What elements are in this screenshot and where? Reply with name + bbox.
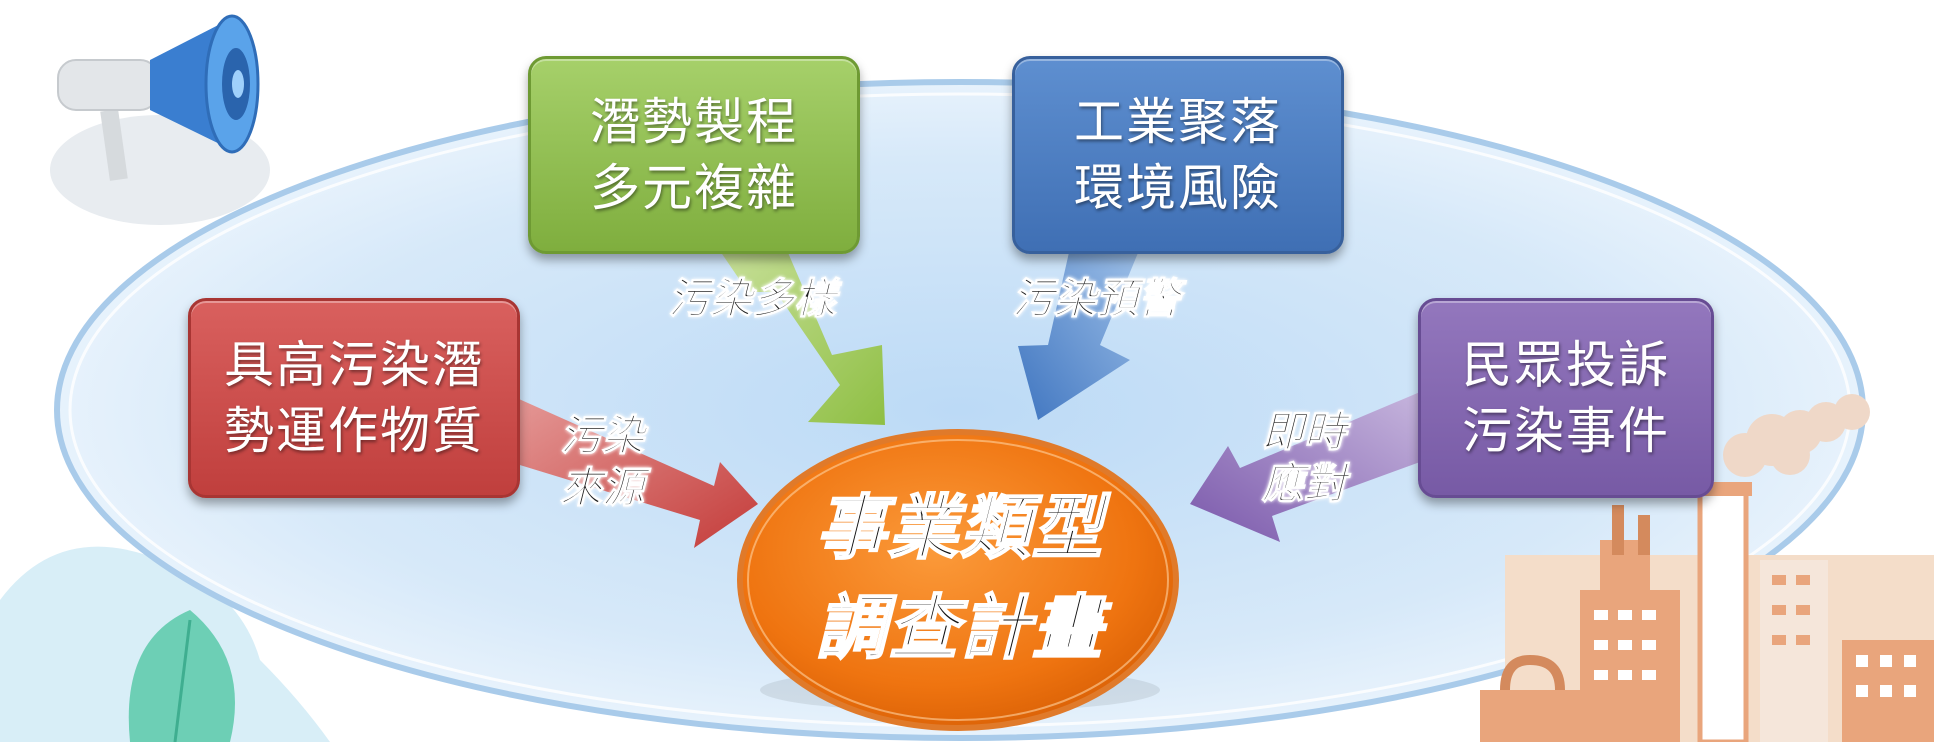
source-box-label-line1: 潛勢製程 — [590, 93, 798, 151]
center-title-line2: 調查計畫 — [815, 586, 1104, 670]
source-box-label-line1: 民眾投訴 — [1462, 336, 1670, 394]
arrow-label-line2: 應對 — [1261, 459, 1347, 509]
center-oval — [737, 429, 1179, 731]
source-box-label-line1: 具高污染潛 — [224, 336, 484, 394]
arrow-label-green: 污染多樣 — [667, 274, 837, 324]
arrow-green — [718, 248, 885, 425]
arrow-blue — [1018, 248, 1140, 420]
arrow-purple — [1190, 392, 1420, 542]
arrow-label-purple: 即時 應對 — [1261, 406, 1347, 510]
arrow-label-line2: 來源 — [559, 463, 645, 513]
arrow-red — [510, 395, 758, 548]
arrow-label-blue: 污染預警 — [1011, 274, 1181, 324]
arrow-label-line1: 即時 — [1261, 407, 1347, 457]
source-box-public-complaints: 民眾投訴 污染事件 — [1418, 298, 1714, 498]
arrow-label-line1: 污染 — [559, 411, 645, 461]
source-box-label-line2: 多元複雜 — [590, 159, 798, 217]
center-title: 事業類型 調查計畫 — [760, 478, 1160, 678]
source-box-label-line2: 環境風險 — [1074, 159, 1282, 217]
arrow-label-red: 污染 來源 — [559, 410, 645, 514]
smoke-cloud — [1723, 394, 1870, 477]
source-box-label-line2: 勢運作物質 — [224, 402, 484, 460]
source-box-industrial-cluster: 工業聚落 環境風險 — [1012, 56, 1344, 254]
megaphone-icon — [50, 14, 270, 225]
center-title-line1: 事業類型 — [815, 486, 1104, 570]
source-box-high-pollution-substances: 具高污染潛 勢運作物質 — [188, 298, 520, 498]
source-box-label-line1: 工業聚落 — [1074, 93, 1282, 151]
factory-icon — [1480, 482, 1934, 742]
leaf-icon — [0, 546, 330, 742]
source-box-process-diversity: 潛勢製程 多元複雜 — [528, 56, 860, 254]
source-box-label-line2: 污染事件 — [1462, 402, 1670, 460]
